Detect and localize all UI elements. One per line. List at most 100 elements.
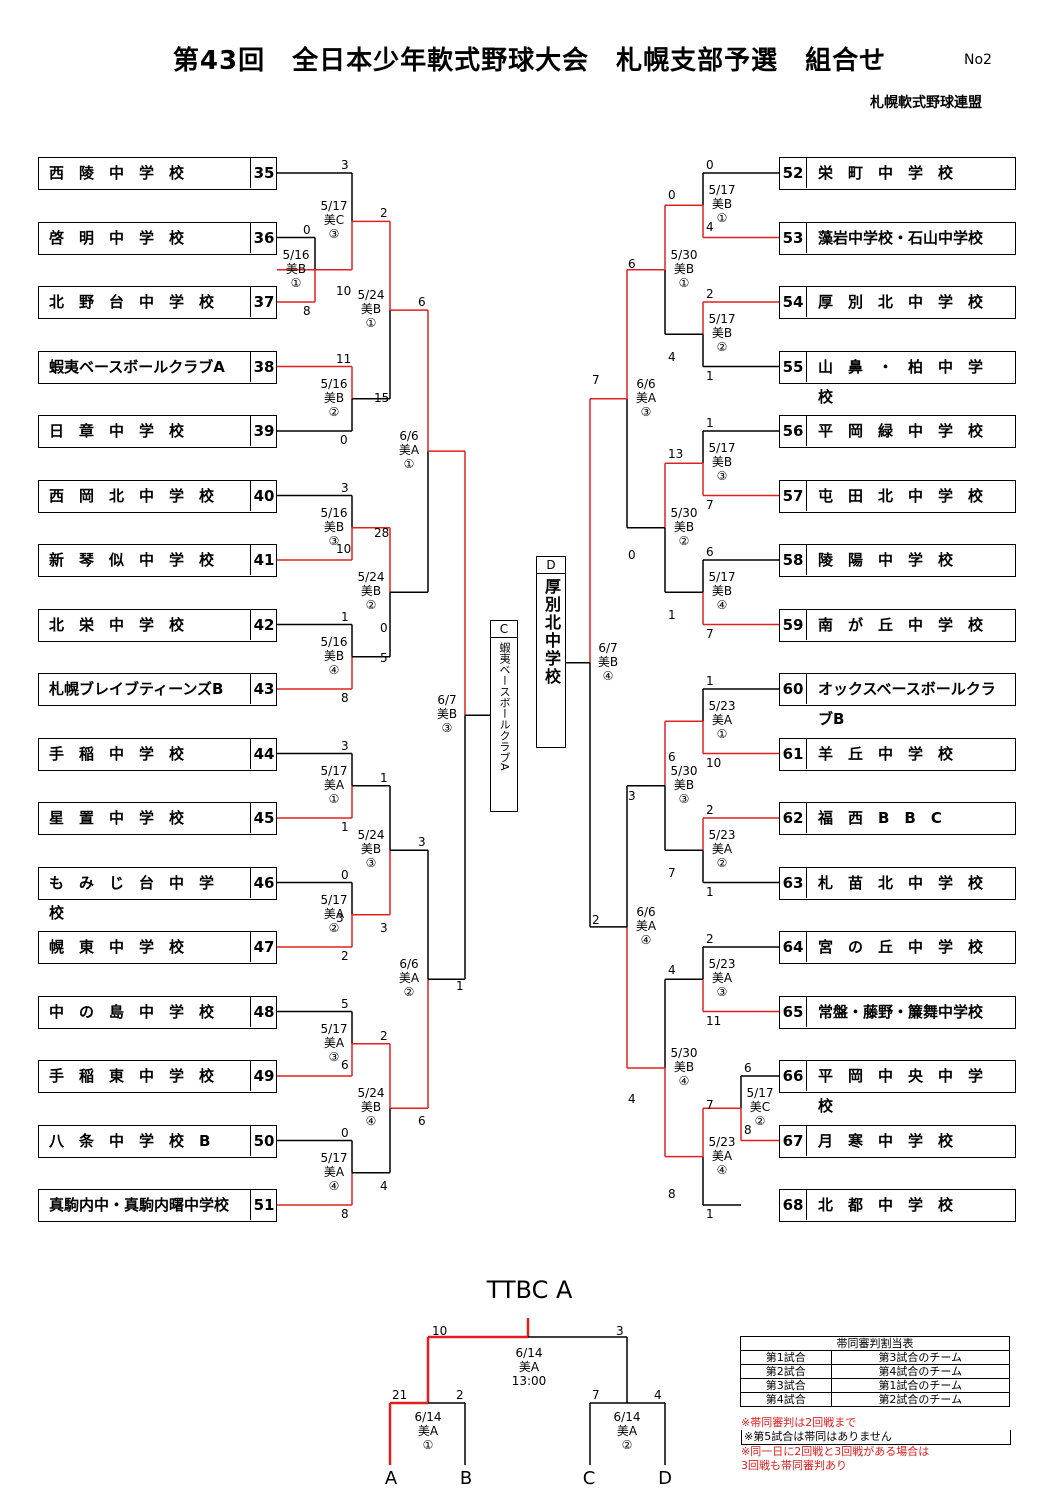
score: 1 [706,416,714,430]
final-score: 21 [392,1388,408,1402]
final-game2-venue: 美A [616,1424,638,1438]
score: 10 [706,755,722,770]
team-number: 67 [780,1125,807,1156]
game-venue: 美A [323,1035,345,1050]
team-number: 64 [780,932,807,962]
game-no: ③ [678,791,690,806]
team-name: 手 稲 中 学 校 [49,744,185,763]
game-no: ③ [328,1049,340,1064]
game-no: ② [328,404,340,419]
score: 13 [668,447,684,462]
final-letter-b: B [459,1468,473,1489]
note-line: 3回戦も帯同審判あり [741,1459,847,1472]
score: 1 [341,609,349,624]
umpire-game: 第2試合 [740,1364,832,1379]
team-number: 50 [250,1125,277,1156]
umpire-team: 第2試合のチーム [830,1392,1011,1407]
score: 0 [628,547,636,562]
final-letter-d: D [658,1468,672,1489]
winner-d-name: 厚別北中学校 [542,578,561,686]
team-name: 札 苗 北 中 学 校 [818,873,984,892]
game-date: 5/30 [670,1045,698,1060]
final-score: 2 [456,1388,464,1402]
game-no: ① [328,791,340,806]
final-game-label: 6/14 美A 13:00 [494,1346,564,1388]
score: 6 [418,295,426,310]
game-no: ② [365,598,377,613]
team-number: 68 [780,1190,807,1220]
umpire-team: 第3試合のチーム [830,1350,1011,1365]
game-venue: 美B [711,197,733,212]
final-game1-date: 6/14 [414,1410,442,1424]
final-score: 3 [616,1324,624,1338]
team-number: 56 [780,416,807,446]
score: 10 [336,542,352,556]
team-name: 羊 丘 中 学 校 [818,744,954,763]
game-date: 6/6 [636,904,656,919]
team-name: 真駒内中・真駒内曙中学校 [49,1196,230,1214]
score: 1 [341,820,349,834]
game-date: 5/16 [320,376,348,391]
team-number: 54 [780,287,807,317]
game-no: ① [678,275,690,290]
final-game1-no: ① [422,1438,434,1452]
team-name: 西 陵 中 学 校 [49,164,185,182]
score: 6 [668,749,676,764]
score: 4 [706,219,714,234]
score: 28 [374,525,390,540]
team-name: 厚 別 北 中 学 校 [818,293,984,311]
game-no: ② [754,1114,766,1129]
score: 2 [706,803,714,817]
game-date: 5/24 [357,828,385,843]
team-name: 札幌ブレイブティーンズB [49,680,224,698]
game-no: ② [403,985,415,1000]
game-venue: 美B [323,519,345,534]
score: 1 [706,368,714,383]
final-game1-label: 6/14 美A ① [393,1410,463,1452]
score: 2 [380,1028,388,1043]
game-no: ③ [328,227,340,242]
umpire-team: 第4試合のチーム [830,1364,1011,1379]
team-name: 屯 田 北 中 学 校 [818,486,984,505]
note-line: ※同一日に2回戦と3回戦がある場合は [741,1445,930,1458]
final-venue: 美A [518,1360,540,1374]
game-date: 5/23 [708,699,736,714]
score: 7 [668,866,676,881]
score: 0 [380,620,388,635]
team-name: 星 置 中 学 校 [49,809,185,827]
team-name: 福 西 B B C [818,809,942,827]
game-date: 5/23 [708,957,736,972]
game-no: ④ [716,598,728,613]
final-score: 4 [654,1388,662,1402]
score: 6 [744,1061,752,1075]
team-number: 37 [250,287,277,317]
score: 1 [456,979,464,994]
game-venue: 美B [323,390,345,405]
game-date: 5/17 [746,1086,774,1101]
